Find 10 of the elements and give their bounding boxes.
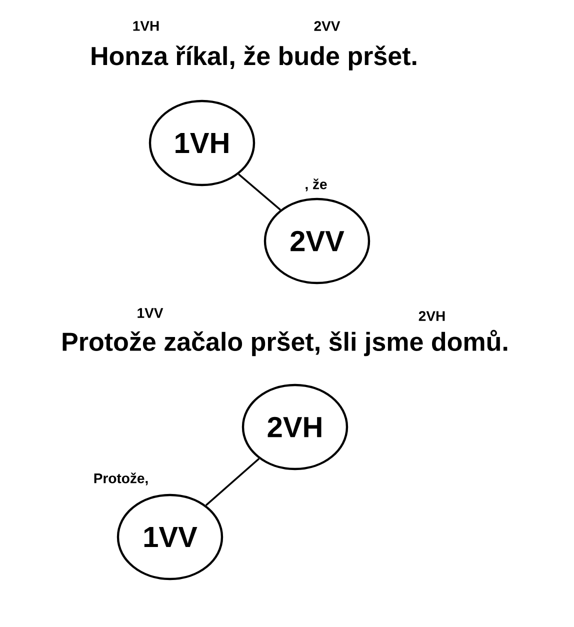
connector-line xyxy=(238,174,281,210)
edge-label: , že xyxy=(304,178,328,192)
edge-label: Protože, xyxy=(92,472,150,486)
sentence: Protože začalo pršet, šli jsme domů. xyxy=(62,330,508,356)
small-label: 1VV xyxy=(138,308,164,318)
small-label: 1VH xyxy=(133,21,159,31)
sentence: Honza říkal, že bude pršet. xyxy=(92,46,416,70)
small-label: 2VV xyxy=(314,21,340,31)
connector-line xyxy=(205,458,260,506)
small-label: 2VH xyxy=(418,311,445,321)
